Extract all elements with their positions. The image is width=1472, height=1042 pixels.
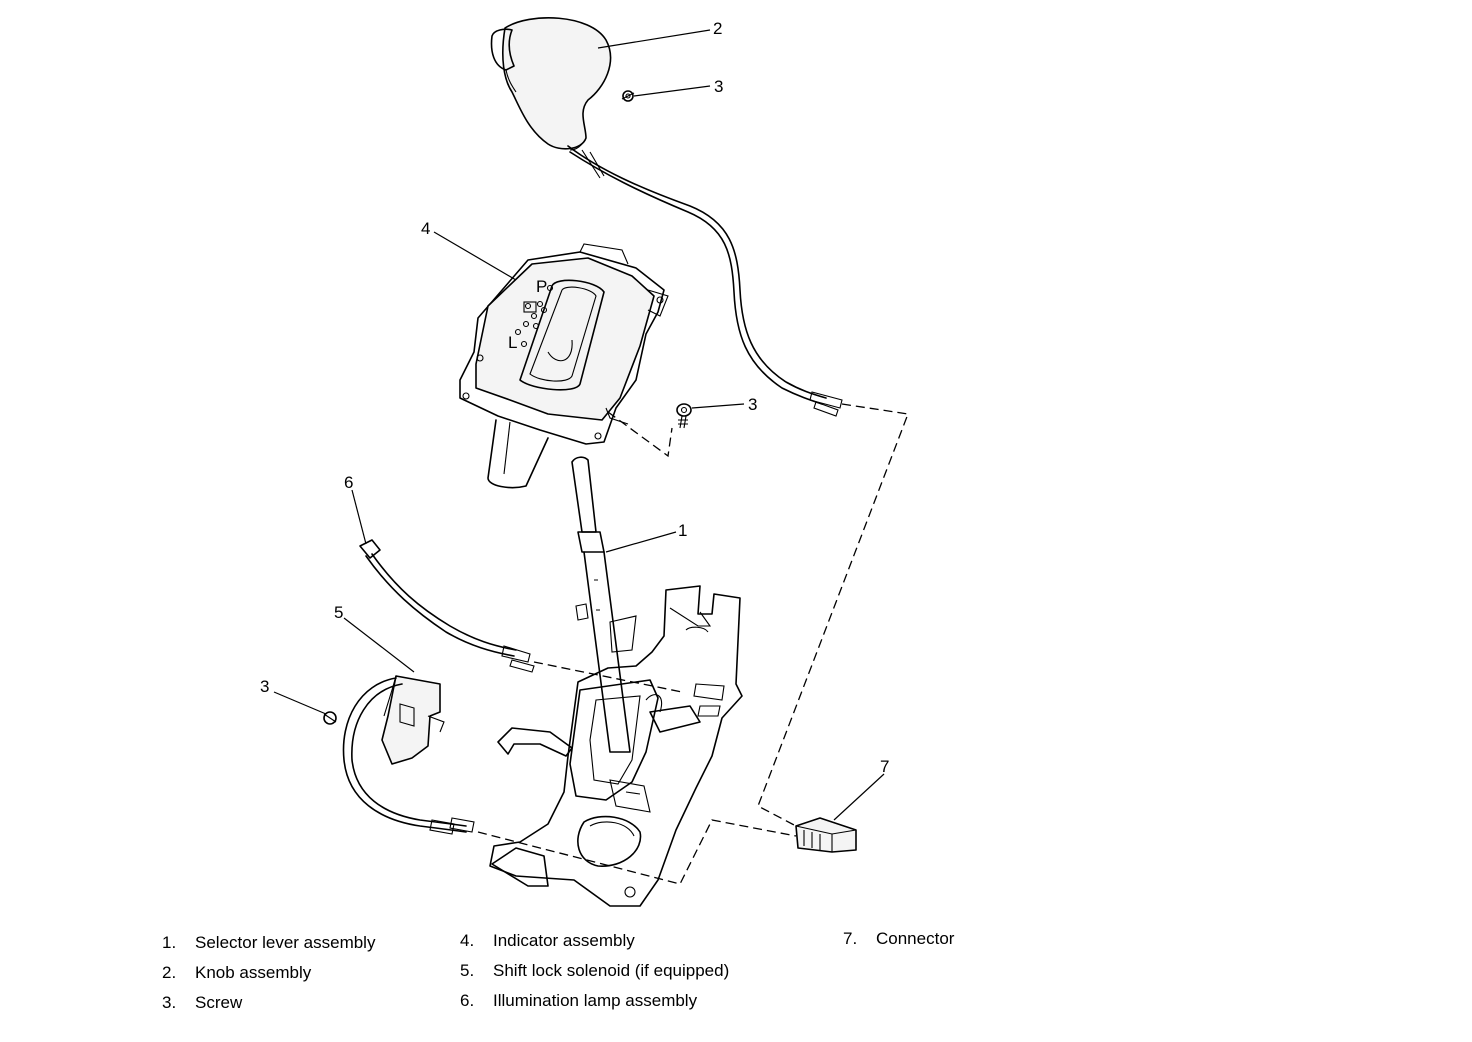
legend-label: Selector lever assembly	[195, 933, 376, 952]
callout-3-knob: 3	[714, 77, 723, 96]
callout-1: 1	[678, 521, 687, 540]
legend-label: Illumination lamp assembly	[493, 991, 698, 1010]
wiring-paths	[477, 403, 909, 885]
legend-item: 3. Screw	[162, 988, 375, 1018]
callout-5: 5	[334, 603, 343, 622]
callout-6: 6	[344, 473, 353, 492]
legend-number: 6.	[460, 991, 475, 1010]
legend-label: Connector	[876, 929, 955, 948]
callout-4: 4	[421, 219, 430, 238]
legend-column-1: 1. Selector lever assembly 2. Knob assem…	[162, 928, 375, 1018]
legend-number: 5.	[460, 961, 475, 980]
callout-2: 2	[713, 19, 722, 38]
legend-number: 2.	[162, 963, 177, 982]
legend-label: Knob assembly	[195, 963, 312, 982]
indicator-letter-l: L	[508, 333, 517, 352]
legend-number: 3.	[162, 993, 177, 1012]
legend-item: 5. Shift lock solenoid (if equipped)	[460, 956, 729, 986]
legend-column-2: 4. Indicator assembly 5. Shift lock sole…	[460, 926, 729, 1016]
legend-item: 7. Connector	[843, 924, 954, 954]
legend-number: 1.	[162, 933, 177, 952]
knob-assembly	[490, 17, 843, 417]
legend-item: 6. Illumination lamp assembly	[460, 986, 729, 1016]
selector-lever-assembly	[489, 456, 743, 907]
shift-lock-solenoid	[342, 675, 475, 835]
legend-number: 7.	[843, 929, 858, 948]
legend-item: 1. Selector lever assembly	[162, 928, 375, 958]
illumination-lamp-assembly	[359, 539, 535, 673]
connector	[795, 817, 857, 853]
screw-knob	[621, 90, 635, 102]
callout-leaders	[273, 29, 885, 821]
legend-number: 4.	[460, 931, 475, 950]
callout-7: 7	[880, 757, 889, 776]
legend-label: Shift lock solenoid (if equipped)	[493, 961, 730, 980]
screw-solenoid	[323, 711, 337, 725]
indicator-letter-p: P	[536, 277, 547, 296]
screw-indicator	[676, 403, 692, 429]
legend-label: Indicator assembly	[493, 931, 635, 950]
legend-column-3: 7. Connector	[843, 924, 954, 954]
legend-item: 4. Indicator assembly	[460, 926, 729, 956]
legend-item: 2. Knob assembly	[162, 958, 375, 988]
callout-3-indicator: 3	[748, 395, 757, 414]
indicator-assembly: P L	[459, 243, 669, 489]
legend-label: Screw	[195, 993, 243, 1012]
callout-3-solenoid: 3	[260, 677, 269, 696]
